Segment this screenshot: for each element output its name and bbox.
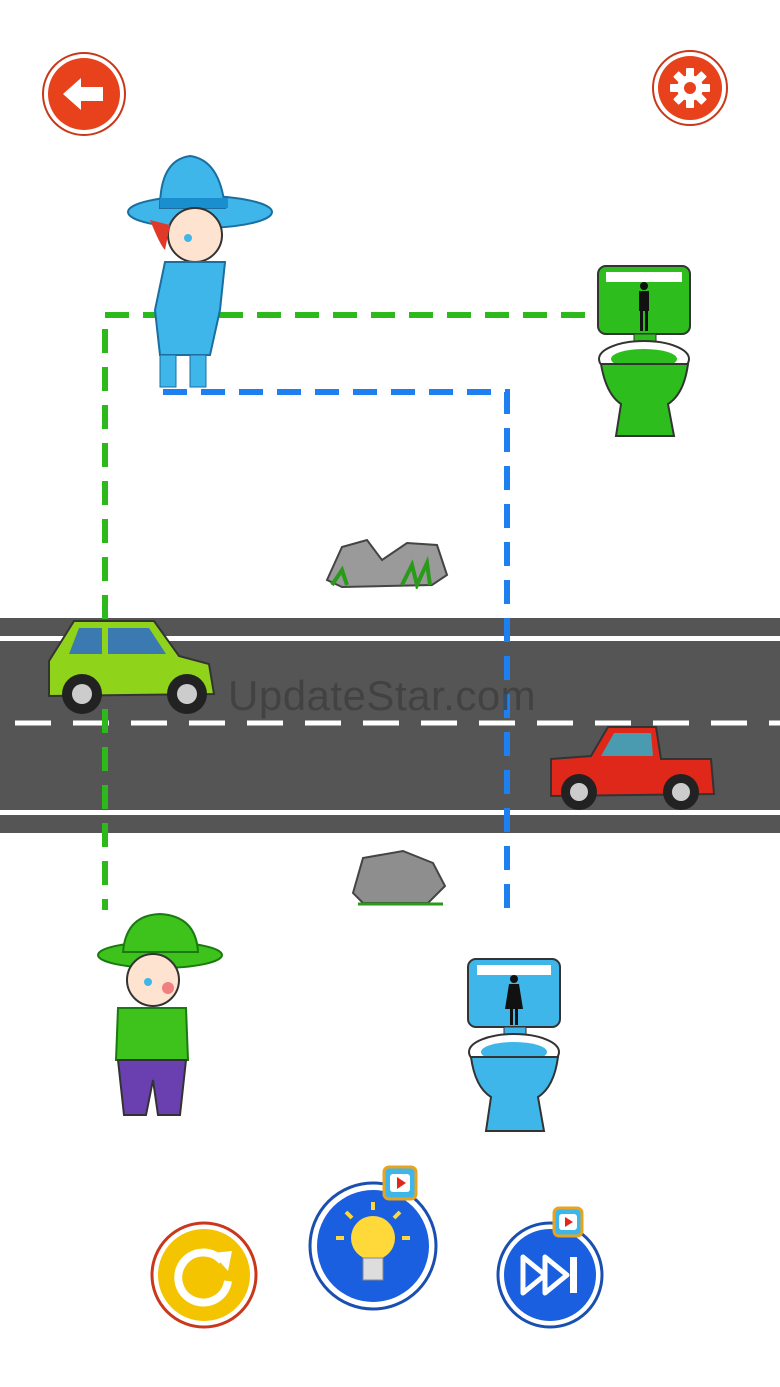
gear-icon [652,50,728,126]
restart-icon [150,1221,258,1329]
watermark: UpdateStar.com [228,672,537,719]
restart-button[interactable] [150,1221,258,1329]
blue-path [163,389,510,918]
boy-character[interactable] [88,910,228,1130]
green-path [102,312,585,910]
settings-button[interactable] [651,49,729,127]
green-car [44,616,219,718]
skip-level-button[interactable] [495,1206,605,1331]
male-icon [639,282,649,331]
red-pickup-truck [546,724,718,814]
rock-obstacle [322,535,450,589]
blue-toilet-female[interactable] [465,957,565,1137]
arrow-left-icon [42,52,126,136]
female-icon [505,975,523,1025]
video-ad-icon [552,1206,584,1238]
girl-character[interactable] [120,150,280,395]
back-button[interactable] [41,51,127,137]
hint-button[interactable] [308,1165,440,1312]
video-ad-icon [382,1165,418,1201]
green-toilet-male[interactable] [596,264,694,444]
skip-forward-icon [496,1221,604,1329]
rock-obstacle [348,848,448,908]
lightbulb-icon [308,1181,438,1311]
